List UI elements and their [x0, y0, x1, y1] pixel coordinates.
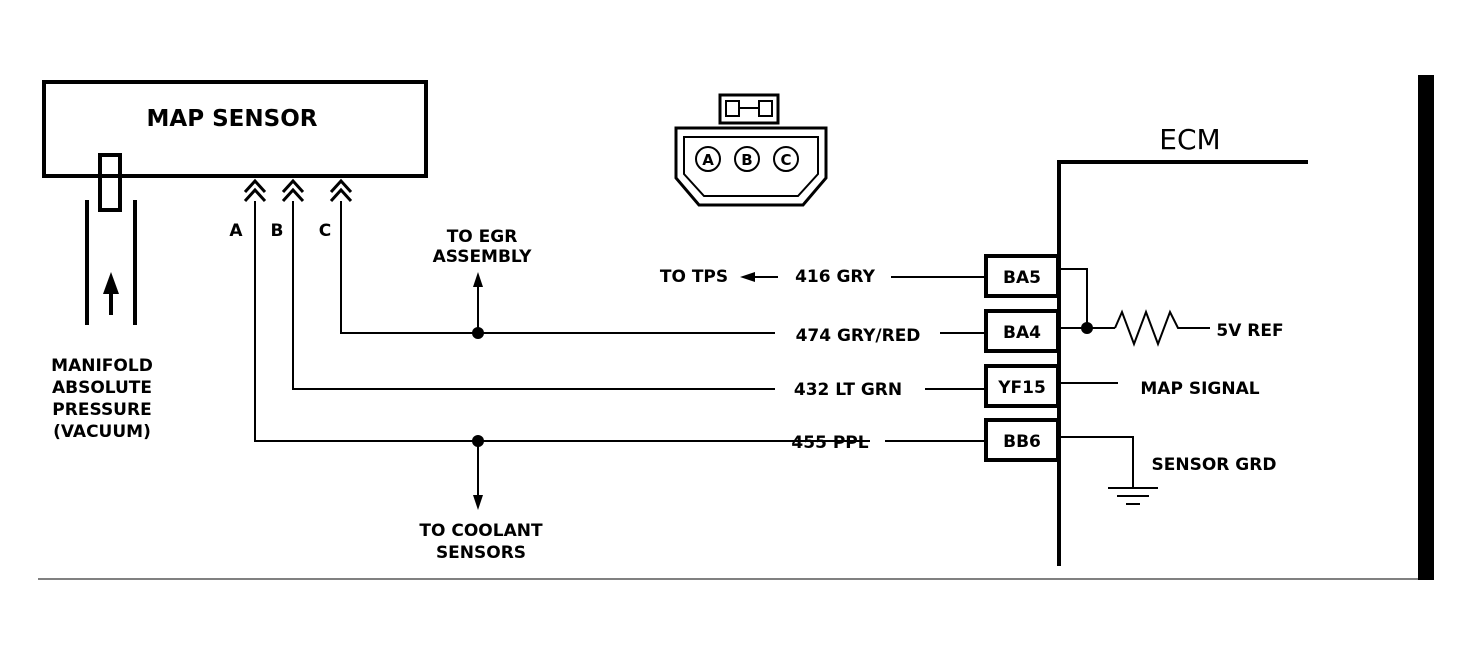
egr-label-line-2: ASSEMBLY: [433, 247, 533, 267]
ba5-internal-wire: [1058, 268, 1088, 328]
vacuum-label-line-2: ABSOLUTE: [52, 378, 152, 398]
terminal-ba4-label: BA4: [1003, 323, 1041, 343]
map-signal-label: MAP SIGNAL: [1140, 379, 1259, 399]
terminal-ba5-label: BA5: [1003, 268, 1041, 288]
pin-b-label: B: [271, 221, 284, 241]
vacuum-label-line-4: (VACUUM): [53, 422, 151, 442]
map-sensor-title: MAP SENSOR: [147, 106, 318, 132]
map-sensor-box: [42, 80, 428, 178]
pin-c-chevron-icon: [329, 178, 353, 203]
connector-pin-b: B: [741, 151, 752, 169]
egr-label-line-1: TO EGR: [447, 227, 518, 247]
wire-455-label: 455 PPL: [791, 433, 868, 453]
ground-icon: [1108, 487, 1158, 505]
vacuum-label-line-3: PRESSURE: [52, 400, 151, 420]
wire-432-label: 432 LT GRN: [794, 380, 902, 400]
connector-face-icon: [674, 93, 828, 207]
ref-splice-dot: [1081, 322, 1093, 334]
vacuum-port: [98, 153, 122, 212]
connector-pin-c: C: [780, 151, 791, 169]
resistor-icon: [1114, 309, 1210, 347]
to-tps-label: TO TPS: [660, 267, 728, 287]
egr-arrow-icon: [473, 272, 483, 287]
wire-474-path: [340, 201, 775, 334]
coolant-arrow-icon: [473, 495, 483, 510]
connector-pin-a: A: [702, 151, 714, 169]
pin-a-label: A: [229, 221, 243, 241]
pin-c-label: C: [319, 221, 331, 241]
pin-a-chevron-icon: [243, 178, 267, 203]
terminal-ba4-box: [984, 309, 1060, 353]
coolant-label-line-2: SENSORS: [436, 543, 526, 563]
tps-arrow-icon: [740, 272, 755, 282]
wire-416-label: 416 GRY: [795, 267, 876, 287]
coolant-label-line-1: TO COOLANT: [419, 521, 543, 541]
wire-432-path: [292, 201, 775, 390]
terminal-yf15-box: [984, 364, 1060, 408]
vacuum-label-line-1: MANIFOLD: [51, 356, 153, 376]
wire-474-label: 474 GRY/RED: [796, 326, 921, 346]
wire-455-path: [254, 201, 870, 442]
terminal-bb6-box: [984, 418, 1060, 462]
terminal-yf15-label: YF15: [997, 378, 1046, 398]
ground-internal-wire: [1058, 436, 1134, 488]
ecm-title: ECM: [1159, 123, 1220, 156]
terminal-bb6-label: BB6: [1003, 432, 1041, 452]
ecm-boundary: [1057, 160, 1308, 566]
terminal-ba5-box: [984, 254, 1060, 298]
sensor-ground-label: SENSOR GRD: [1152, 455, 1277, 475]
right-border-bar: [1418, 75, 1434, 580]
ref-label: 5V REF: [1216, 321, 1283, 341]
pin-b-chevron-icon: [281, 178, 305, 203]
vacuum-flow-arrow-icon: [103, 272, 119, 294]
